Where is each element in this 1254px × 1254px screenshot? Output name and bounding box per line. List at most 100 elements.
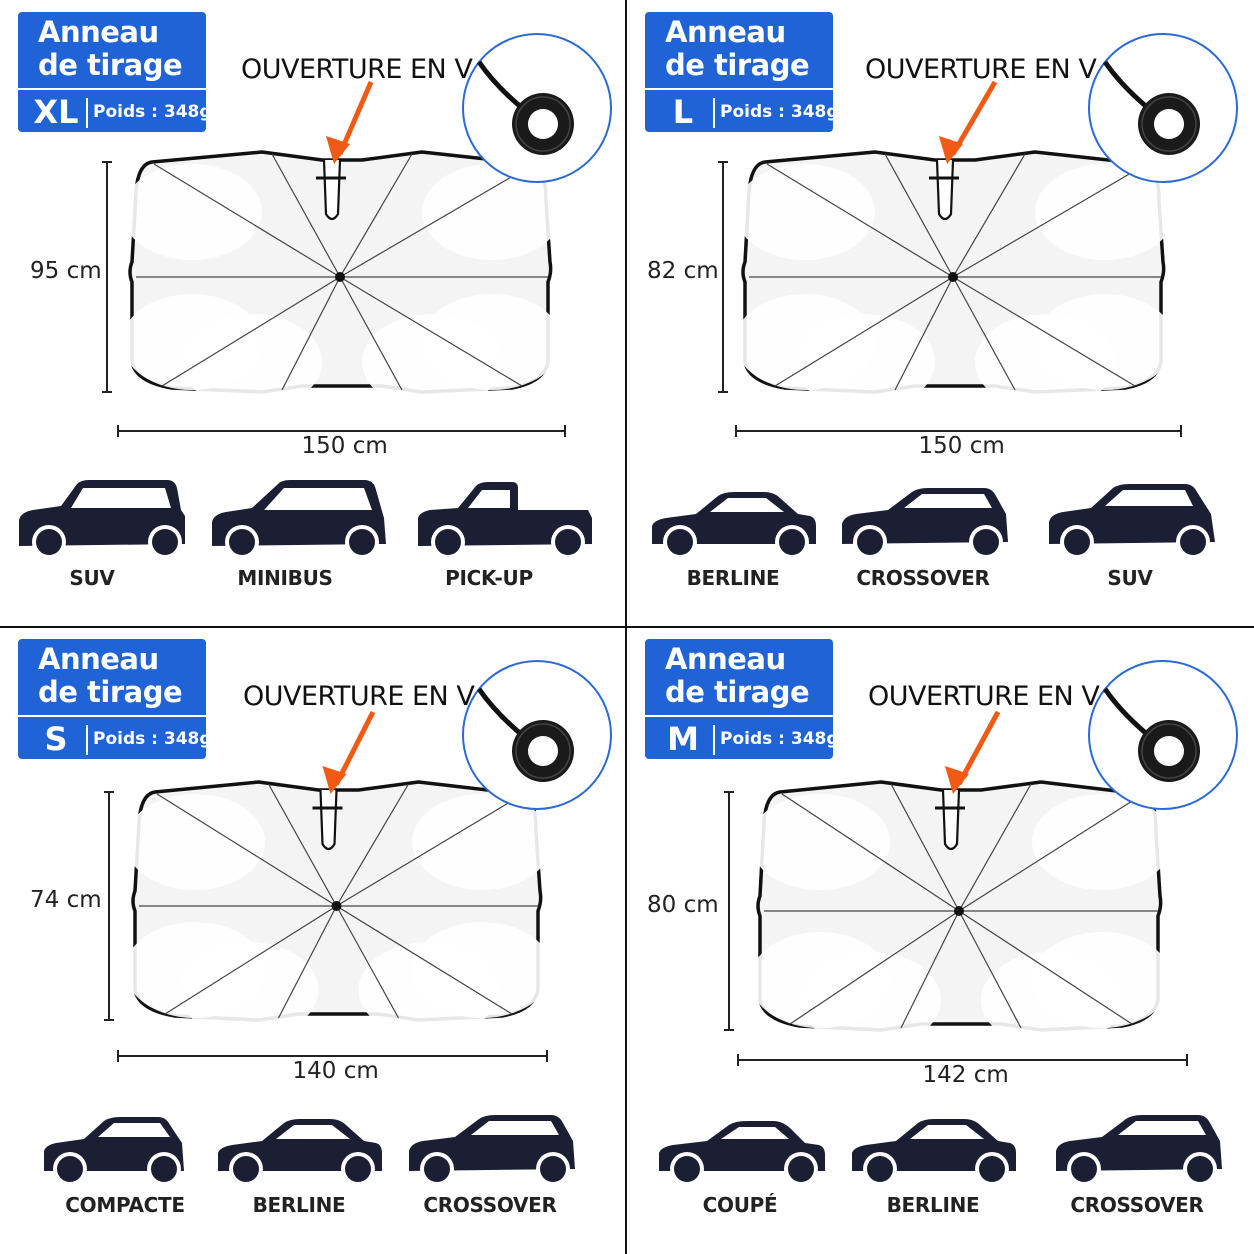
arrow-head-icon <box>939 136 963 164</box>
car-window <box>468 490 510 508</box>
shade-rib <box>153 163 341 278</box>
pull-ring-highlight <box>515 96 571 152</box>
shade-rib <box>281 276 341 391</box>
car-wheel <box>424 1156 450 1182</box>
width-label: 140 cm <box>292 1058 379 1084</box>
car-wheel <box>36 529 62 555</box>
shade-hub <box>331 901 342 911</box>
car-wheel <box>540 1156 566 1182</box>
shade-rib <box>900 910 960 1029</box>
opening-label: OUVERTURE EN V <box>865 54 1097 85</box>
shade-rib <box>339 276 403 391</box>
vehicle-label: COUPÉ <box>702 1193 778 1217</box>
quadrant-m-graphics <box>659 660 1238 1186</box>
badge-separator <box>713 98 715 128</box>
shade-rib <box>335 783 410 907</box>
car-window <box>471 1121 559 1135</box>
car-body <box>418 482 592 546</box>
shade-hub <box>335 272 345 282</box>
badge-title-line1: Anneau <box>665 15 786 49</box>
shade-rib <box>884 153 954 278</box>
car-wheel <box>788 1156 814 1182</box>
car-silhouette-icon <box>659 1121 825 1186</box>
car-wheel <box>345 1156 371 1182</box>
shade-panel-highlight <box>178 942 319 1038</box>
car-silhouette-icon <box>44 1117 184 1186</box>
shade-rib <box>958 910 1022 1029</box>
car-wheel <box>1064 529 1090 555</box>
badge-title-line2: de tirage <box>38 675 183 709</box>
vehicle-label: BERLINE <box>252 1193 346 1217</box>
car-silhouette-icon <box>842 488 1008 559</box>
car-window <box>910 1125 984 1139</box>
shade-rib <box>789 910 960 1025</box>
opening-label: OUVERTURE EN V <box>868 681 1100 712</box>
badge-title-line1: Anneau <box>38 15 159 49</box>
shade-panel-highlight <box>125 794 265 890</box>
opening-label: OUVERTURE EN V <box>241 54 473 85</box>
v-opening-slot <box>935 159 955 221</box>
height-label: 80 cm <box>647 892 719 918</box>
v-opening-slot <box>322 159 342 221</box>
car-silhouette-icon <box>218 1119 382 1186</box>
vehicle-label: BERLINE <box>886 1193 980 1217</box>
shade-hub <box>954 906 964 916</box>
shade-panel-highlight <box>422 164 562 260</box>
vehicle-label: SUV <box>1107 566 1153 590</box>
vehicle-label: MINIBUS <box>237 566 333 590</box>
car-silhouette-icon <box>852 1119 1016 1186</box>
car-window <box>904 494 992 508</box>
shade-rib <box>339 165 531 278</box>
shade-rib <box>958 795 1141 912</box>
shade-rib <box>271 153 341 278</box>
car-wheel <box>1180 529 1206 555</box>
width-label: 150 cm <box>918 433 1005 459</box>
badge-separator <box>713 725 715 755</box>
shade-rib <box>774 276 954 387</box>
weight-label: Poids : 348g <box>93 102 212 122</box>
badge-title-line2: de tirage <box>665 675 810 709</box>
car-wheel <box>973 529 999 555</box>
car-wheel <box>667 529 693 555</box>
shade-rib <box>161 276 341 387</box>
quadrant-l-graphics <box>652 33 1238 559</box>
shade-panel-highlight <box>358 942 499 1038</box>
car-wheel <box>229 529 255 555</box>
vehicle-label: PICK-UP <box>445 566 533 590</box>
car-window <box>721 1127 789 1139</box>
arrow-shaft <box>956 710 1001 786</box>
car-wheel <box>1071 1156 1097 1182</box>
shade-rib <box>952 276 1136 387</box>
shade-rib <box>277 905 338 1019</box>
shade-rib <box>156 793 337 907</box>
width-label: 150 cm <box>301 433 388 459</box>
shade-rib <box>890 783 960 912</box>
quadrant-xl-graphics <box>19 33 612 559</box>
shade-rib <box>267 783 338 907</box>
weight-label: Poids : 348g <box>720 729 839 749</box>
arrow-head-icon <box>326 136 350 164</box>
shade-panel-highlight <box>412 794 552 890</box>
height-label: 82 cm <box>647 258 719 284</box>
pull-ring-hole <box>528 736 558 766</box>
shade-rib <box>958 910 1133 1025</box>
car-wheel <box>779 529 805 555</box>
shade-panel-highlight <box>362 314 502 410</box>
size-code: L <box>672 93 694 131</box>
arrow-shaft <box>337 81 374 155</box>
car-wheel <box>1187 1156 1213 1182</box>
shade-panel-highlight <box>735 164 875 260</box>
shade-panel-highlight <box>801 952 941 1048</box>
weight-label: Poids : 348g <box>93 729 212 749</box>
vehicle-label: CROSSOVER <box>856 566 990 590</box>
car-wheel <box>555 529 581 555</box>
arrow-head-icon <box>322 766 347 794</box>
v-opening-slot <box>319 789 338 851</box>
